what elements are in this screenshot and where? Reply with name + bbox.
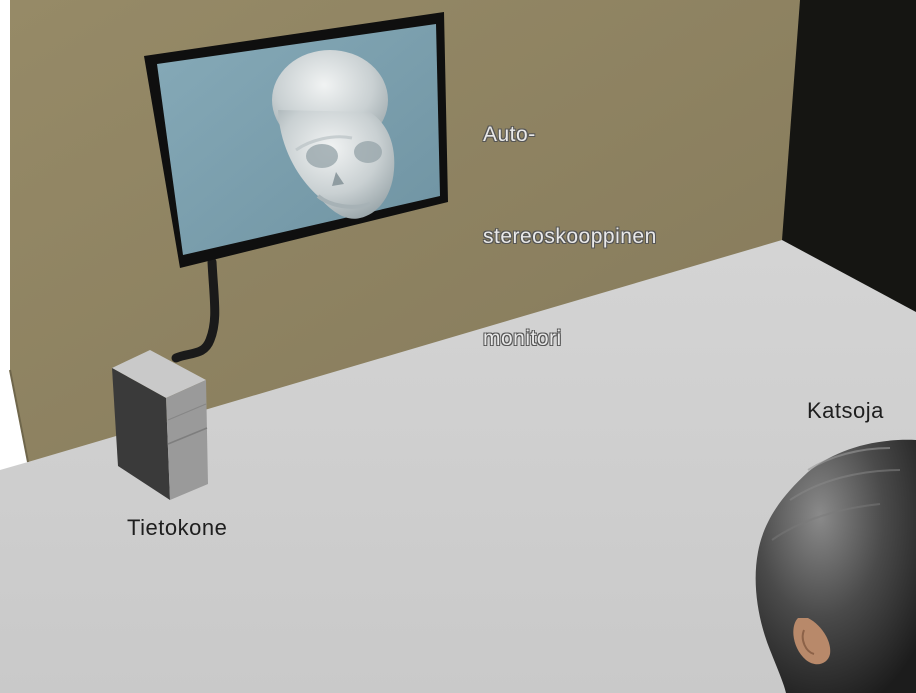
viewer-label: Katsoja (807, 398, 884, 424)
monitor-label-line-1: Auto- (483, 118, 657, 152)
monitor-label-line-2: stereoskooppinen (483, 220, 657, 254)
computer-label: Tietokone (127, 515, 227, 541)
monitor-label-line-3: monitori (483, 322, 657, 356)
monitor-label: Auto- stereoskooppinen monitori (483, 50, 657, 424)
